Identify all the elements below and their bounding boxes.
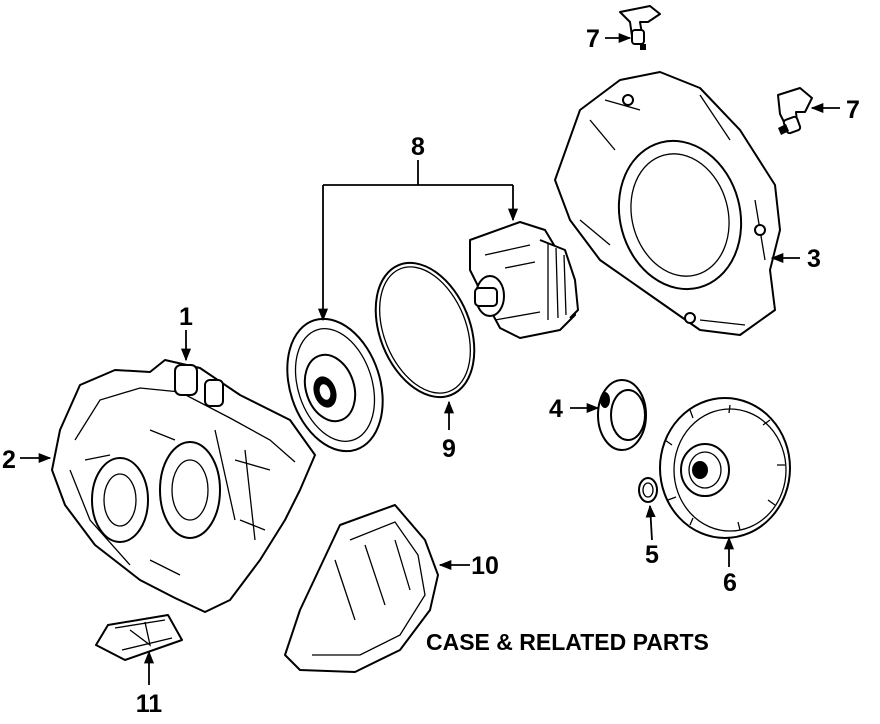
callout-7-right: 7 xyxy=(846,96,860,124)
callout-11: 11 xyxy=(136,690,163,718)
o-ring-seal-part xyxy=(374,261,476,399)
seal-retainer-part xyxy=(597,379,647,451)
speed-sensor-right-part xyxy=(777,87,813,135)
callout-3: 3 xyxy=(807,245,821,273)
callout-8: 8 xyxy=(411,133,425,161)
transaxle-case-part xyxy=(51,359,316,613)
callout-labels: 1 2 3 4 5 6 7 7 8 9 10 11 xyxy=(2,25,860,718)
diagram-caption: CASE & RELATED PARTS xyxy=(426,629,709,655)
oil-pump-assembly-part xyxy=(469,221,579,339)
pump-cover-plate-part xyxy=(286,317,384,453)
callout-10: 10 xyxy=(471,552,499,580)
speed-sensor-top-part xyxy=(619,5,661,50)
oil-pan-part xyxy=(284,504,439,673)
callout-2: 2 xyxy=(2,446,16,474)
id-plate-part xyxy=(95,614,183,661)
torque-converter-part xyxy=(659,397,791,539)
callout-7-top: 7 xyxy=(586,25,600,53)
leader-lines xyxy=(20,32,840,685)
small-seal-part xyxy=(638,477,658,503)
converter-housing-part xyxy=(554,71,781,336)
callout-9: 9 xyxy=(442,435,456,463)
callout-6: 6 xyxy=(723,569,737,597)
callout-1: 1 xyxy=(179,303,193,331)
callout-5: 5 xyxy=(645,541,659,569)
callout-4: 4 xyxy=(549,395,563,423)
